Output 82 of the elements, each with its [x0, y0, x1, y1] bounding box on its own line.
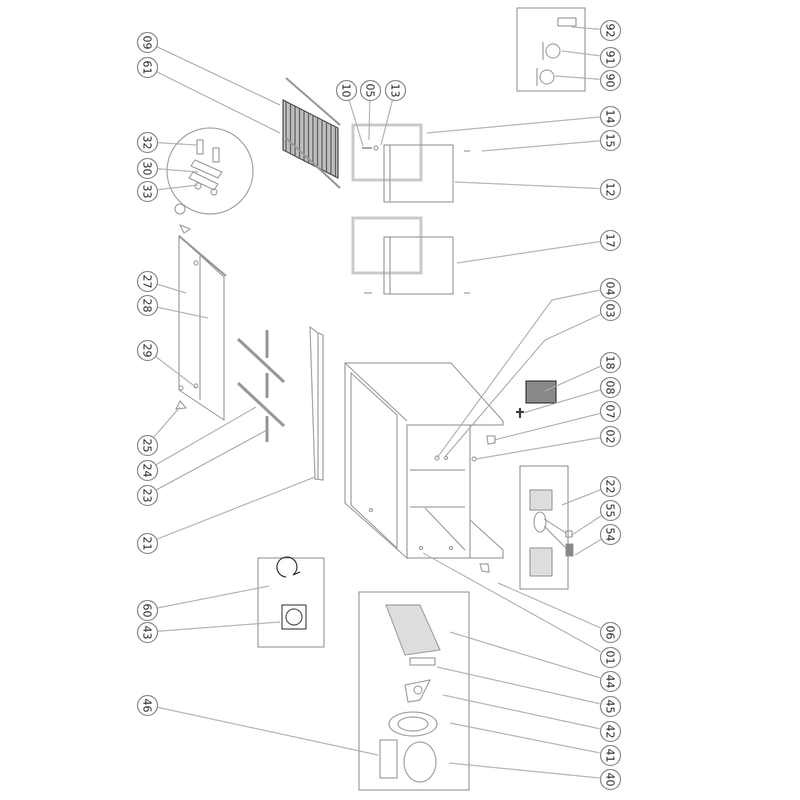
leader-line [436, 666, 600, 704]
callout-number: 03 [600, 300, 620, 320]
callout-number: 42 [600, 720, 620, 742]
leader-line [156, 46, 280, 106]
callout-number: 05 [360, 80, 380, 100]
leader-line [494, 413, 600, 440]
callout-number: 44 [600, 670, 620, 692]
callout-number: 28 [136, 294, 158, 316]
callout-number: 29 [136, 340, 158, 360]
callout-number: 15 [600, 130, 620, 150]
leader-line [562, 50, 600, 56]
callout-number: 45 [600, 696, 620, 716]
callout-number: 30 [136, 158, 158, 178]
callout-number: 41 [600, 744, 620, 766]
leader-line [454, 182, 600, 189]
callout-number: 17 [600, 230, 620, 250]
callout-number: 10 [336, 80, 356, 100]
callout-number: 90 [600, 70, 620, 90]
callout-number: 08 [600, 376, 620, 398]
callout-number: 09 [136, 32, 158, 52]
leader-line [157, 622, 280, 632]
callout-number: 60 [136, 600, 158, 620]
leader-line [444, 314, 601, 458]
callout-number: 13 [384, 80, 406, 100]
leader-line [572, 26, 600, 30]
leader-line [448, 762, 600, 778]
callout-number: 46 [136, 694, 158, 716]
callout-number: 24 [136, 460, 158, 480]
callout-number: 55 [600, 500, 620, 520]
leader-line [156, 71, 280, 134]
leader-line [422, 552, 602, 652]
callout-number: 27 [136, 270, 158, 292]
callout-number: 61 [136, 56, 158, 78]
leader-line [544, 366, 601, 392]
leader-line [157, 142, 196, 146]
callout-number: 32 [136, 132, 158, 152]
leader-line [562, 489, 601, 506]
leader-line [442, 694, 600, 730]
callout-number: 21 [136, 532, 158, 554]
leader-line [156, 706, 378, 756]
leader-line [476, 437, 600, 460]
leader-line [498, 582, 601, 628]
leader-line [572, 515, 602, 536]
callout-number: 14 [600, 106, 620, 126]
callout-number: 91 [600, 46, 620, 68]
leader-line [153, 406, 180, 438]
callout-number: 12 [600, 178, 620, 200]
callout-number: 06 [600, 622, 620, 642]
leader-line [156, 306, 208, 318]
leader-line [156, 184, 198, 190]
callout-number: 04 [600, 278, 620, 298]
callout-number: 40 [600, 768, 620, 790]
leader-line [426, 116, 600, 134]
leader-line [554, 76, 600, 80]
callout-number: 43 [136, 622, 158, 642]
leader-line [154, 356, 198, 388]
leader-line [522, 390, 600, 414]
leader-line [380, 100, 393, 146]
leader-line [156, 284, 186, 294]
leader-line [157, 168, 198, 172]
callout-number: 23 [136, 484, 158, 506]
leader-line [348, 100, 364, 146]
callout-number: 01 [600, 646, 620, 668]
callout-number: 07 [600, 400, 620, 422]
leader-line [482, 140, 600, 152]
callout-number: 18 [600, 352, 620, 372]
callout-number: 25 [136, 434, 158, 456]
leader-line [368, 100, 370, 140]
leader-line [574, 538, 602, 556]
callout-number: 54 [600, 524, 620, 544]
leader-line [450, 632, 600, 678]
leader-line [156, 586, 270, 608]
callout-number: 22 [600, 476, 620, 496]
leader-line [436, 290, 600, 458]
callout-number: 92 [600, 20, 620, 40]
callout-number: 02 [600, 426, 620, 446]
leader-line [156, 406, 256, 466]
callout-number: 33 [136, 180, 158, 202]
leader-line [156, 430, 268, 490]
leader-line [456, 241, 600, 264]
leader-line [156, 476, 316, 540]
leader-line [450, 722, 600, 754]
